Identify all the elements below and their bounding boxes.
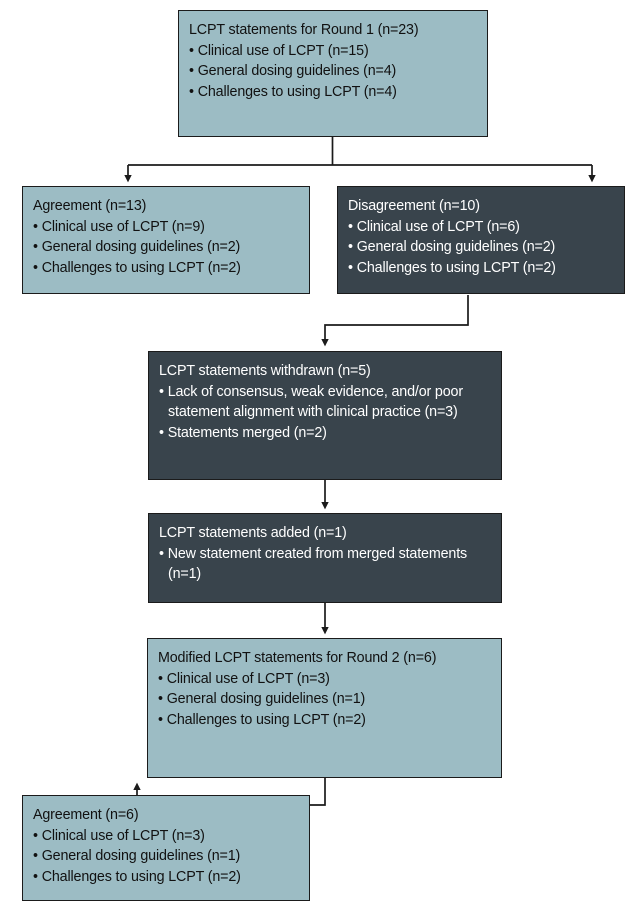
node-bullet: New statement created from merged statem… (159, 544, 491, 585)
node-title: LCPT statements for Round 1 (n=23) (189, 22, 419, 38)
node-bullet: Clinical use of LCPT (n=3) (33, 826, 299, 847)
node-bullet-list: Lack of consensus, weak evidence, and/or… (159, 382, 491, 444)
node-title: LCPT statements added (n=1) (159, 525, 347, 541)
node-bullet: Statements merged (n=2) (159, 423, 491, 444)
node-title: Disagreement (n=10) (348, 198, 480, 214)
node-title: Agreement (n=6) (33, 807, 139, 823)
node-bullet: Challenges to using LCPT (n=2) (348, 258, 614, 279)
node-bullet: Challenges to using LCPT (n=2) (158, 710, 491, 731)
node-title: Modified LCPT statements for Round 2 (n=… (158, 650, 437, 666)
node-bullet-list: New statement created from merged statem… (159, 544, 491, 585)
node-bullet: Clinical use of LCPT (n=3) (158, 669, 491, 690)
node-title: Agreement (n=13) (33, 198, 147, 214)
node-title: LCPT statements withdrawn (n=5) (159, 363, 371, 379)
node-agreement-round1[interactable]: Agreement (n=13) Clinical use of LCPT (n… (22, 186, 310, 294)
node-bullet: Lack of consensus, weak evidence, and/or… (159, 382, 491, 423)
node-bullet: Challenges to using LCPT (n=4) (189, 82, 477, 103)
node-statements-added[interactable]: LCPT statements added (n=1) New statemen… (148, 513, 502, 603)
node-bullet-list: Clinical use of LCPT (n=3) General dosin… (158, 669, 491, 731)
node-disagreement-round1[interactable]: Disagreement (n=10) Clinical use of LCPT… (337, 186, 625, 294)
node-bullet: General dosing guidelines (n=2) (33, 237, 299, 258)
node-statements-withdrawn[interactable]: LCPT statements withdrawn (n=5) Lack of … (148, 351, 502, 480)
node-bullet: Clinical use of LCPT (n=6) (348, 217, 614, 238)
node-bullet: Challenges to using LCPT (n=2) (33, 867, 299, 888)
node-bullet: General dosing guidelines (n=4) (189, 61, 477, 82)
node-bullet-list: Clinical use of LCPT (n=15) General dosi… (189, 41, 477, 103)
connector-disagreement-to-withdrawn (321, 295, 469, 347)
node-bullet: General dosing guidelines (n=1) (33, 846, 299, 867)
node-bullet: Challenges to using LCPT (n=2) (33, 258, 299, 279)
node-bullet: General dosing guidelines (n=1) (158, 689, 491, 710)
node-bullet: Clinical use of LCPT (n=15) (189, 41, 477, 62)
node-round2-statements[interactable]: Modified LCPT statements for Round 2 (n=… (147, 638, 502, 778)
node-bullet-list: Clinical use of LCPT (n=9) General dosin… (33, 217, 299, 279)
node-bullet-list: Clinical use of LCPT (n=6) General dosin… (348, 217, 614, 279)
node-bullet-list: Clinical use of LCPT (n=3) General dosin… (33, 826, 299, 888)
node-round1-statements[interactable]: LCPT statements for Round 1 (n=23) Clini… (178, 10, 488, 137)
node-bullet: Clinical use of LCPT (n=9) (33, 217, 299, 238)
node-agreement-round2[interactable]: Agreement (n=6) Clinical use of LCPT (n=… (22, 795, 310, 901)
node-bullet: General dosing guidelines (n=2) (348, 237, 614, 258)
